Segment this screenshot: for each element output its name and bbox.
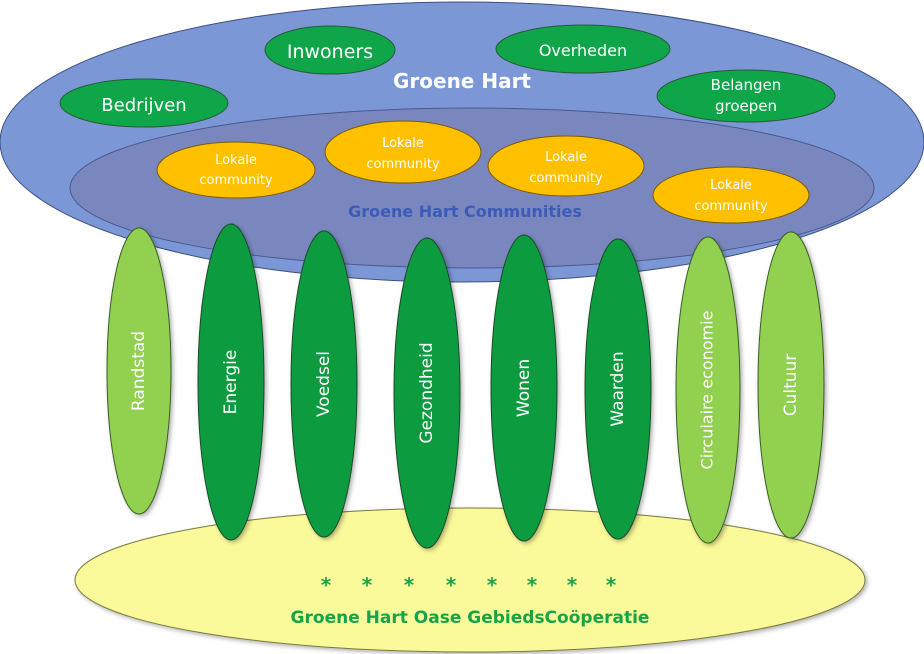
stakeholder-label: Belangen <box>711 76 782 94</box>
stakeholder-overheden: Overheden <box>495 24 671 74</box>
stakeholder-label: groepen <box>715 97 777 115</box>
base-ellipse <box>74 507 866 653</box>
groene-hart-title: Groene Hart <box>393 69 531 93</box>
community-label: Lokale <box>215 153 257 168</box>
star-mark: * <box>606 573 617 597</box>
lokale-community-2: Lokale community <box>324 120 482 184</box>
stars-row: * * * * * * * * <box>321 573 617 597</box>
community-label: community <box>366 157 440 172</box>
pillar-randstad: Randstad <box>106 227 172 515</box>
community-label: community <box>199 173 273 188</box>
star-mark: * <box>446 573 457 597</box>
pillar-circulaire-economie: Circulaire economie <box>675 236 741 544</box>
pillar-label: Circulaire economie <box>698 311 717 470</box>
stakeholder-label: Overheden <box>539 41 627 60</box>
stakeholder-inwoners: Inwoners <box>264 25 396 75</box>
pillar-energie: Energie <box>197 223 265 541</box>
community-label: community <box>694 199 768 214</box>
lokale-community-3: Lokale community <box>487 135 645 197</box>
base-title: Groene Hart Oase GebiedsCoöperatie <box>291 608 650 628</box>
star-mark: * <box>362 573 373 597</box>
pillar-voedsel: Voedsel <box>290 230 358 538</box>
pillar-label: Waarden <box>608 351 628 426</box>
pillar-wonen: Wonen <box>490 234 558 542</box>
community-label: Lokale <box>710 178 752 193</box>
pillar-gezondheid: Gezondheid <box>393 237 461 549</box>
lokale-community-4: Lokale community <box>652 166 810 224</box>
pillar-label: Cultuur <box>781 354 801 417</box>
star-mark: * <box>404 573 415 597</box>
pillar-cultuur: Cultuur <box>757 231 825 539</box>
communities-title: Groene Hart Communities <box>348 202 582 221</box>
community-label: Lokale <box>382 136 424 151</box>
pillar-label: Energie <box>221 350 241 415</box>
community-label: Lokale <box>545 150 587 165</box>
pillar-label: Voedsel <box>314 351 334 417</box>
pillar-label: Gezondheid <box>417 342 437 443</box>
lokale-community-1: Lokale community <box>156 141 316 199</box>
community-label: community <box>529 171 603 186</box>
stakeholder-bedrijven: Bedrijven <box>59 78 229 128</box>
star-mark: * <box>321 573 332 597</box>
star-mark: * <box>487 573 498 597</box>
pillar-waarden: Waarden <box>584 238 652 540</box>
stakeholder-label: Bedrijven <box>101 95 186 116</box>
star-mark: * <box>567 573 578 597</box>
stakeholder-belangen-groepen: Belangen groepen <box>656 69 836 123</box>
pillar-label: Wonen <box>514 359 534 417</box>
star-mark: * <box>527 573 538 597</box>
pillar-label: Randstad <box>129 331 149 411</box>
stakeholder-label: Inwoners <box>287 41 373 63</box>
